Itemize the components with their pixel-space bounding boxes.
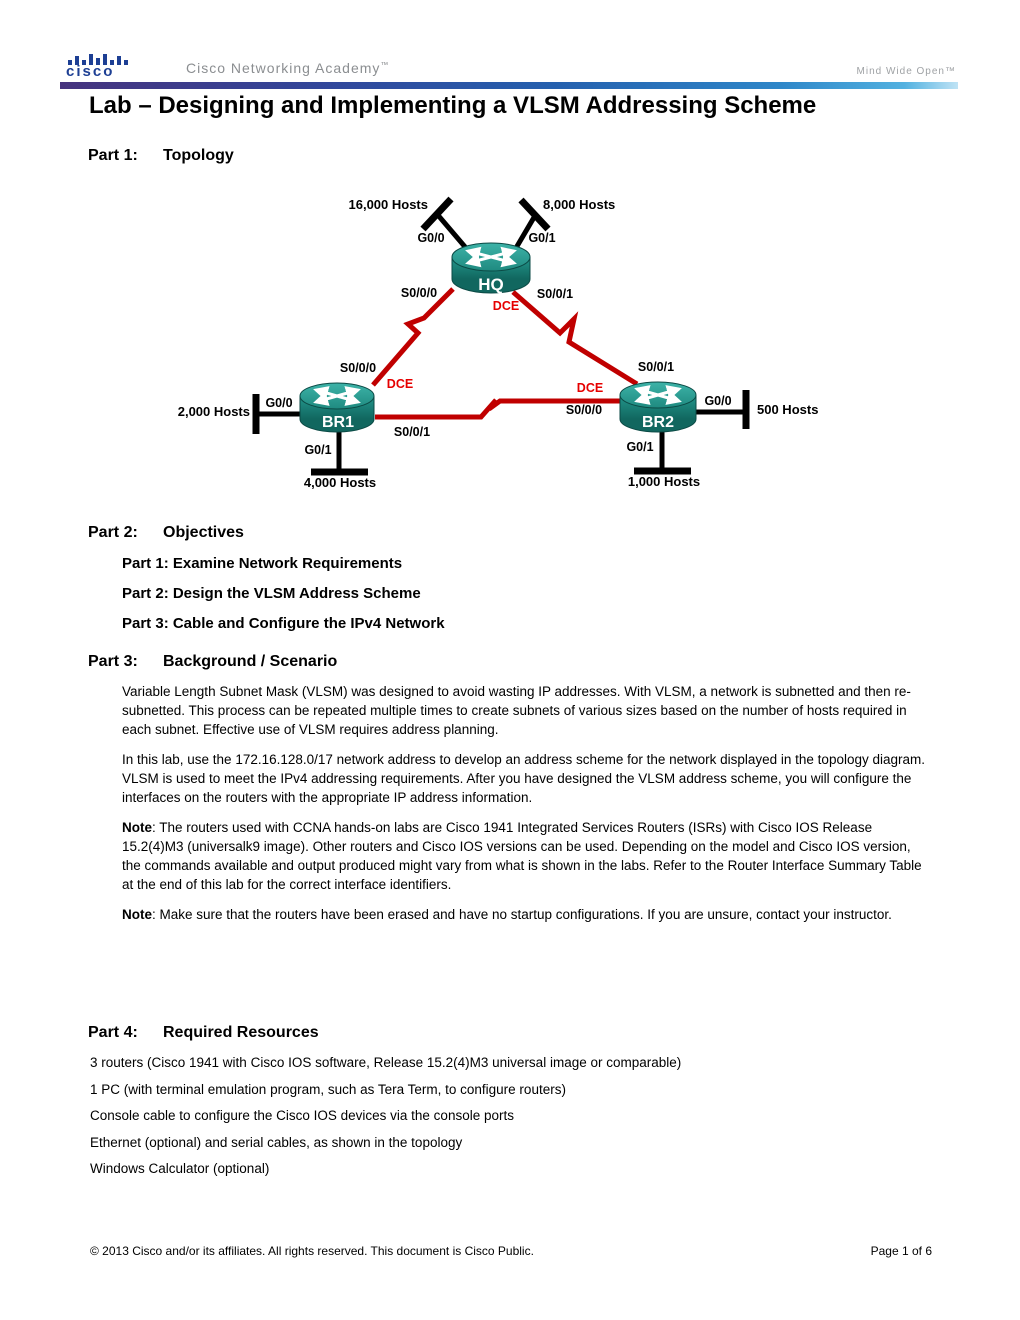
hq-lan-left-bar — [420, 196, 454, 232]
br2-g01-label: G0/1 — [626, 440, 653, 454]
router-hq-label: HQ — [478, 275, 504, 294]
topology-diagram: HQ BR1 BR2 — [178, 196, 818, 490]
part4-title: Required Resources — [163, 1024, 319, 1041]
br2-g00-label: G0/0 — [704, 394, 731, 408]
note-bold: Note — [122, 820, 152, 835]
cisco-bridge-icon — [68, 54, 128, 65]
note-paragraph: Note: The routers used with CCNA hands-o… — [122, 818, 928, 894]
objective-item: Part 1: Examine Network Requirements — [122, 555, 403, 572]
background-paragraph: In this lab, use the 172.16.128.0/17 net… — [122, 752, 925, 805]
brand-name: Cisco Networking Academy — [186, 60, 381, 76]
cisco-logo-word: cisco — [66, 63, 115, 80]
hq-lan-right-hosts: 8,000 Hosts — [543, 197, 615, 212]
note-paragraph: Note: Make sure that the routers have be… — [122, 905, 928, 924]
hq-lan-left-link — [435, 212, 468, 250]
part1-title: Topology — [163, 147, 234, 164]
serial-link-br1-br2 — [375, 398, 622, 420]
brand-trademark: ™ — [380, 60, 390, 70]
br1-s000-label: S0/0/0 — [340, 361, 376, 375]
hq-g00-label: G0/0 — [417, 231, 444, 245]
router-arrows-icon — [634, 385, 682, 405]
tagline-text: Mind Wide Open™ — [856, 66, 956, 77]
resource-item: Windows Calculator (optional) — [90, 1161, 270, 1176]
resource-item: 3 routers (Cisco 1941 with Cisco IOS sof… — [90, 1055, 682, 1070]
hq-g01-label: G0/1 — [528, 231, 555, 245]
page-footer: © 2013 Cisco and/or its affiliates. All … — [90, 1244, 932, 1258]
hq-s001-label: S0/0/1 — [537, 287, 573, 301]
part4-heading: Part 4: Required Resources — [88, 1024, 319, 1042]
hq-lan-right-link — [513, 212, 539, 250]
resource-item: 1 PC (with terminal emulation program, s… — [90, 1081, 566, 1097]
page-title: Lab – Designing and Implementing a VLSM … — [89, 92, 817, 119]
brand-text: Cisco Networking Academy™ — [186, 60, 389, 76]
br1-lan-left-hosts: 2,000 Hosts — [178, 404, 250, 419]
router-arrows-icon — [465, 246, 517, 268]
br2-lan-right-hosts: 500 Hosts — [757, 402, 818, 417]
part3-heading: Part 3: Background / Scenario — [88, 653, 337, 671]
br2-dce-label: DCE — [577, 381, 603, 395]
router-br1-label: BR1 — [322, 414, 354, 431]
part2-label: Part 2: — [88, 524, 138, 541]
background-section: Variable Length Subnet Mask (VLSM) was d… — [122, 682, 928, 935]
hq-dce-label: DCE — [493, 299, 519, 313]
br2-s001-label: S0/0/1 — [638, 360, 674, 374]
resource-item: Ethernet (optional) and serial cables, a… — [90, 1134, 463, 1150]
br1-g00-label: G0/0 — [265, 396, 292, 410]
resource-item: Console cable to configure the Cisco IOS… — [90, 1108, 514, 1123]
resources-list: 3 routers (Cisco 1941 with Cisco IOS sof… — [90, 1054, 930, 1187]
part4-label: Part 4: — [88, 1024, 138, 1041]
router-hq: HQ — [451, 242, 531, 294]
serial-links — [371, 287, 639, 420]
note-bold: Note — [122, 907, 152, 922]
br1-lan-bottom-hosts: 4,000 Hosts — [304, 475, 376, 490]
lan-links — [252, 196, 750, 476]
serial-link-hq-br1 — [371, 287, 455, 387]
cisco-logo: cisco — [66, 52, 176, 80]
footer-copyright: © 2013 Cisco and/or its affiliates. All … — [90, 1244, 534, 1258]
part1-heading: Part 1: Topology — [88, 147, 234, 165]
br1-s001-label: S0/0/1 — [394, 425, 430, 439]
hq-lan-left-hosts: 16,000 Hosts — [349, 197, 429, 212]
header-gradient-rule — [60, 82, 958, 89]
part2-heading: Part 2: Objectives — [88, 524, 244, 542]
br1-g01-label: G0/1 — [304, 443, 331, 457]
br2-s000-label: S0/0/0 — [566, 403, 602, 417]
br1-dce-label: DCE — [387, 377, 413, 391]
part3-label: Part 3: — [88, 653, 138, 670]
router-br1: BR1 — [299, 382, 375, 433]
hq-lan-right-bar — [518, 197, 551, 232]
part3-title: Background / Scenario — [163, 653, 338, 670]
router-br2: BR2 — [619, 381, 697, 433]
router-br2-label: BR2 — [642, 414, 674, 431]
objective-item: Part 3: Cable and Configure the IPv4 Net… — [122, 615, 445, 632]
note-text: : Make sure that the routers have been e… — [152, 907, 892, 922]
objectives-list: Part 1: Examine Network Requirements Par… — [122, 556, 445, 646]
objective-item: Part 2: Design the VLSM Address Scheme — [122, 585, 421, 602]
br2-lan-bottom-hosts: 1,000 Hosts — [628, 474, 700, 489]
note-text: : The routers used with CCNA hands-on la… — [122, 820, 922, 892]
part2-title: Objectives — [163, 524, 244, 541]
hq-s000-label: S0/0/0 — [401, 286, 437, 300]
background-paragraph: Variable Length Subnet Mask (VLSM) was d… — [122, 684, 911, 737]
part1-label: Part 1: — [88, 147, 138, 164]
footer-page-number: Page 1 of 6 — [870, 1244, 932, 1258]
serial-link-hq-br2 — [511, 290, 639, 387]
router-arrows-icon — [313, 386, 361, 406]
